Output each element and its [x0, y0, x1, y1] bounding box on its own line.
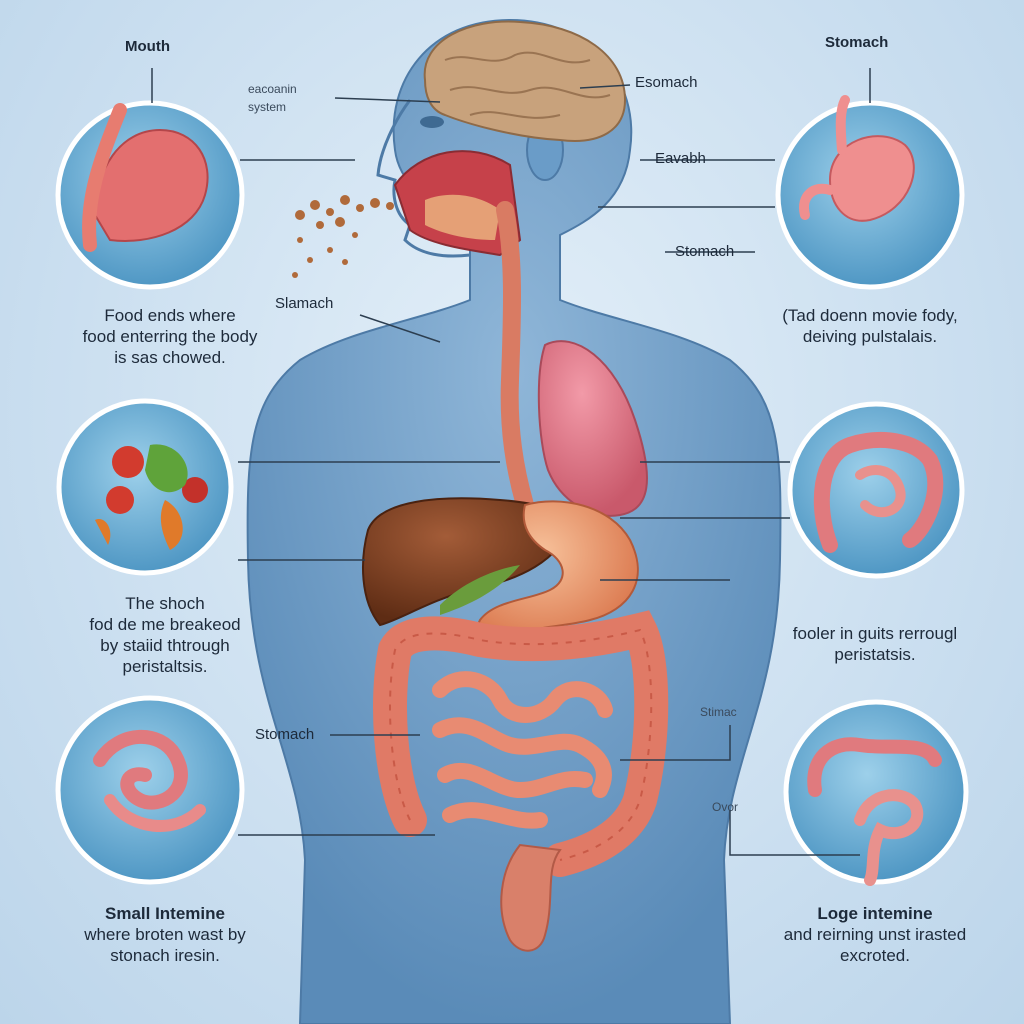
caption-large-intestine-line3: excroted. — [840, 946, 910, 965]
label-stimac: Stimac — [700, 705, 737, 719]
caption-intestine-right-line2: peristatsis. — [834, 645, 916, 664]
caption-stomach-right-line2: deiving pulstalais. — [802, 327, 938, 346]
colon-circle — [787, 401, 965, 579]
caption-small-intestine-title: Small Intemine — [105, 904, 225, 923]
caption-large-intestine-title: Loge intemine — [817, 904, 933, 923]
caption-large-intestine: Loge intemine and reirning unst irasted … — [740, 903, 1010, 966]
food-circle — [56, 398, 234, 576]
caption-stomach-left-line1: The shoch — [125, 594, 205, 613]
label-slamach: Slamach — [275, 295, 334, 312]
label-stomach-right: Stomach — [675, 243, 735, 260]
large-intestine-circle — [783, 699, 969, 886]
lung-illustration — [537, 340, 648, 517]
caption-stomach-left-line4: peristaltsis. — [122, 657, 208, 676]
brain-illustration — [423, 20, 627, 142]
caption-small-intestine: Small Intemine where broten wast by ston… — [30, 903, 300, 966]
leader-lines — [151, 68, 871, 856]
caption-stomach-right: (Tad doenn movie fody, deiving pulstalai… — [740, 305, 1000, 347]
small-intestine-illustration — [432, 671, 613, 829]
esophagus-illustration — [496, 201, 534, 514]
caption-mouth-line2: food enterring the body — [82, 327, 258, 346]
label-ovor: Ovor — [712, 800, 739, 814]
stomach-circle — [55, 100, 245, 290]
caption-stomach-right-line1: (Tad doenn movie fody, — [782, 306, 958, 325]
caption-stomach-left: The shoch fod de me breakeod by staiid t… — [40, 593, 290, 677]
caption-intestine-right-line1: fooler in guits rerrougl — [792, 624, 958, 643]
label-stomach-top-right: Stomach — [825, 34, 889, 51]
label-digestive-system-line2: system — [248, 100, 287, 114]
caption-stomach-left-line3: by staiid thtrough — [100, 636, 230, 655]
food-particles-illustration — [292, 195, 394, 278]
label-esophagus-top: Esomach — [635, 74, 698, 91]
rectum-illustration — [500, 843, 562, 952]
stomach-circle-right — [775, 95, 965, 290]
caption-small-intestine-line2: where broten wast by — [84, 925, 246, 944]
caption-stomach-left-line2: fod de me breakeod — [89, 615, 241, 634]
caption-intestine-right: fooler in guits rerrougl peristatsis. — [745, 623, 1005, 665]
large-intestine-illustration — [373, 610, 669, 877]
label-stomach-mid-left: Stomach — [255, 726, 315, 743]
liver-illustration — [362, 497, 572, 627]
caption-large-intestine-line2: and reirning unst irasted — [783, 925, 967, 944]
tongue-illustration — [425, 194, 500, 240]
label-digestive-system-line1: eacoanin — [248, 82, 297, 96]
gallbladder-leaf-illustration — [440, 565, 520, 615]
caption-small-intestine-line3: stonach iresin. — [110, 946, 220, 965]
label-eavabh: Eavabh — [655, 150, 706, 167]
caption-mouth: Food ends where food enterring the body … — [50, 305, 290, 368]
caption-mouth-line3: is sas chowed. — [114, 348, 226, 367]
small-intestine-circle — [55, 695, 245, 885]
caption-mouth-line1: Food ends where — [104, 306, 236, 325]
label-mouth: Mouth — [125, 38, 170, 55]
